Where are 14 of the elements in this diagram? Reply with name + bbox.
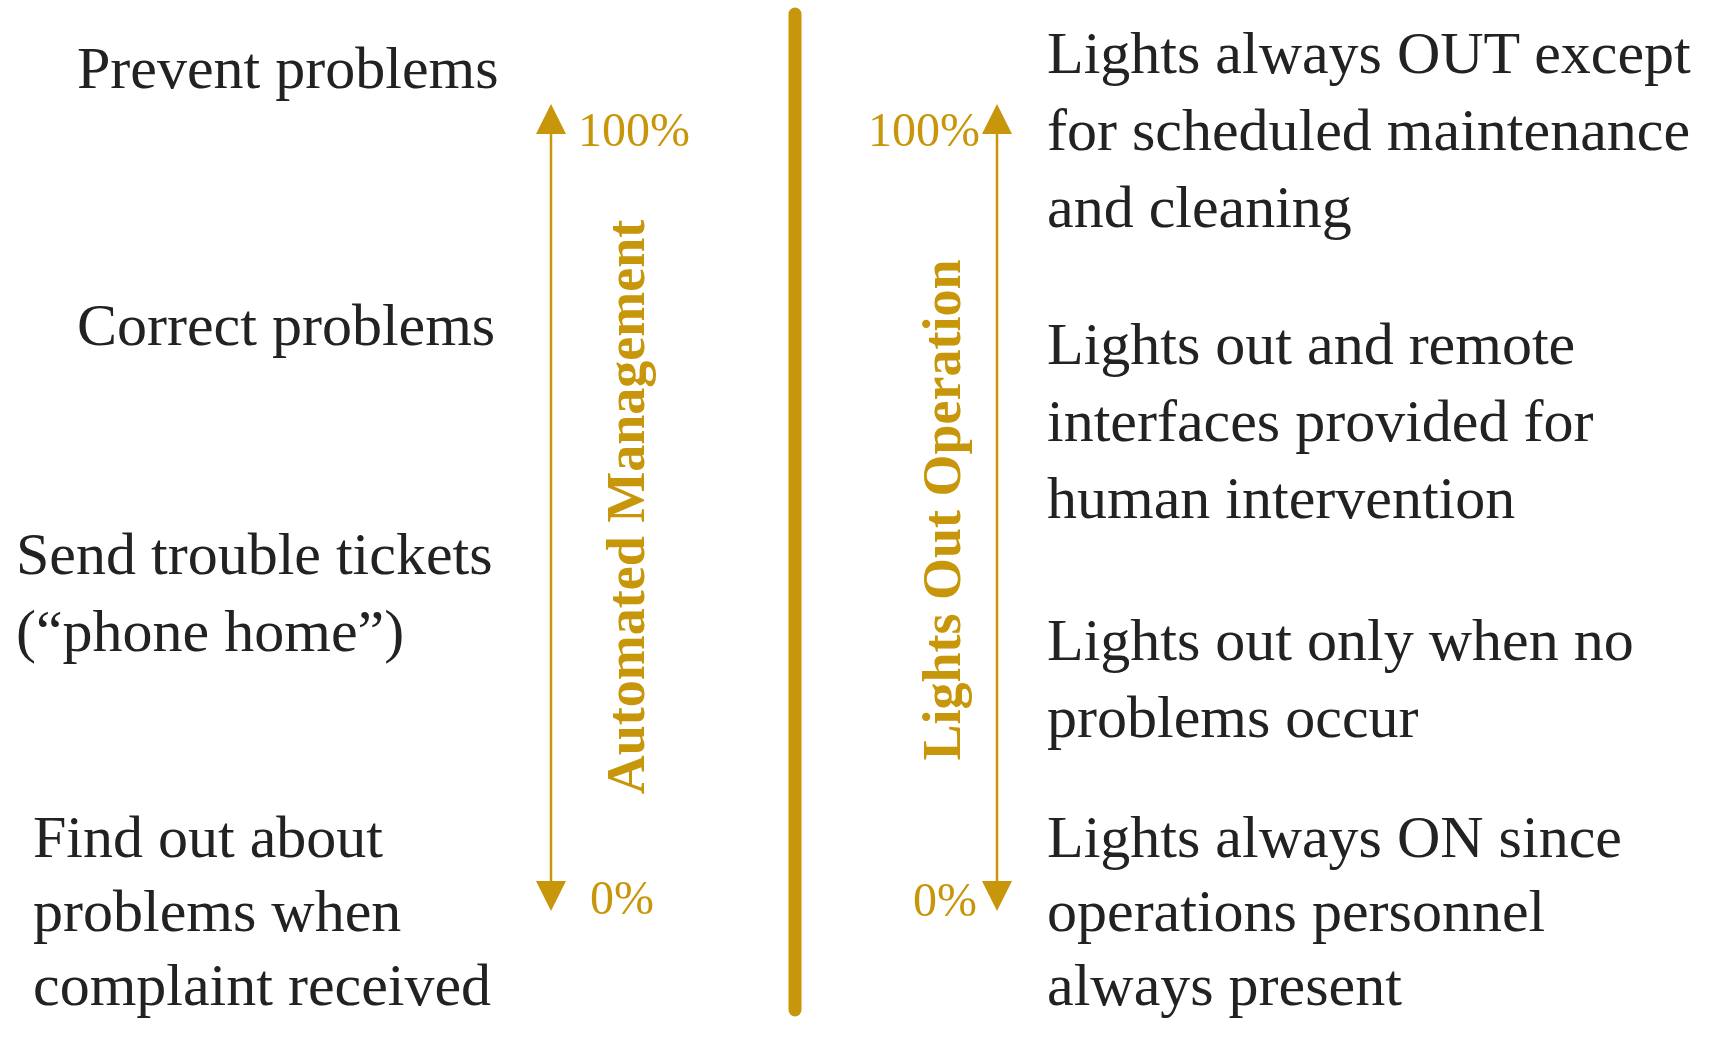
level-description: Lights out only when no problems occur bbox=[1047, 606, 1635, 752]
axis-title: Lights Out Operation bbox=[912, 259, 972, 761]
scale-value: 0% bbox=[913, 872, 977, 928]
level-description: Lights out and remote interfaces provided for human intervention bbox=[1047, 310, 1595, 533]
scale-value: 0% bbox=[590, 870, 654, 926]
level-description: Lights always OUT except for scheduled maintenance and cleaning bbox=[1047, 19, 1692, 242]
level-description: Find out about problems when complaint received bbox=[33, 803, 493, 1020]
axis-title: Automated Management bbox=[596, 219, 656, 795]
level-description: Prevent problems bbox=[77, 34, 500, 103]
scale-value: 100% bbox=[868, 102, 980, 158]
scale-value: 100% bbox=[578, 102, 690, 158]
level-description: Correct problems bbox=[77, 291, 497, 360]
level-description: Lights always ON since operations personnel always present bbox=[1047, 803, 1623, 1020]
level-description: Send trouble tickets (“phone home”) bbox=[16, 520, 494, 666]
